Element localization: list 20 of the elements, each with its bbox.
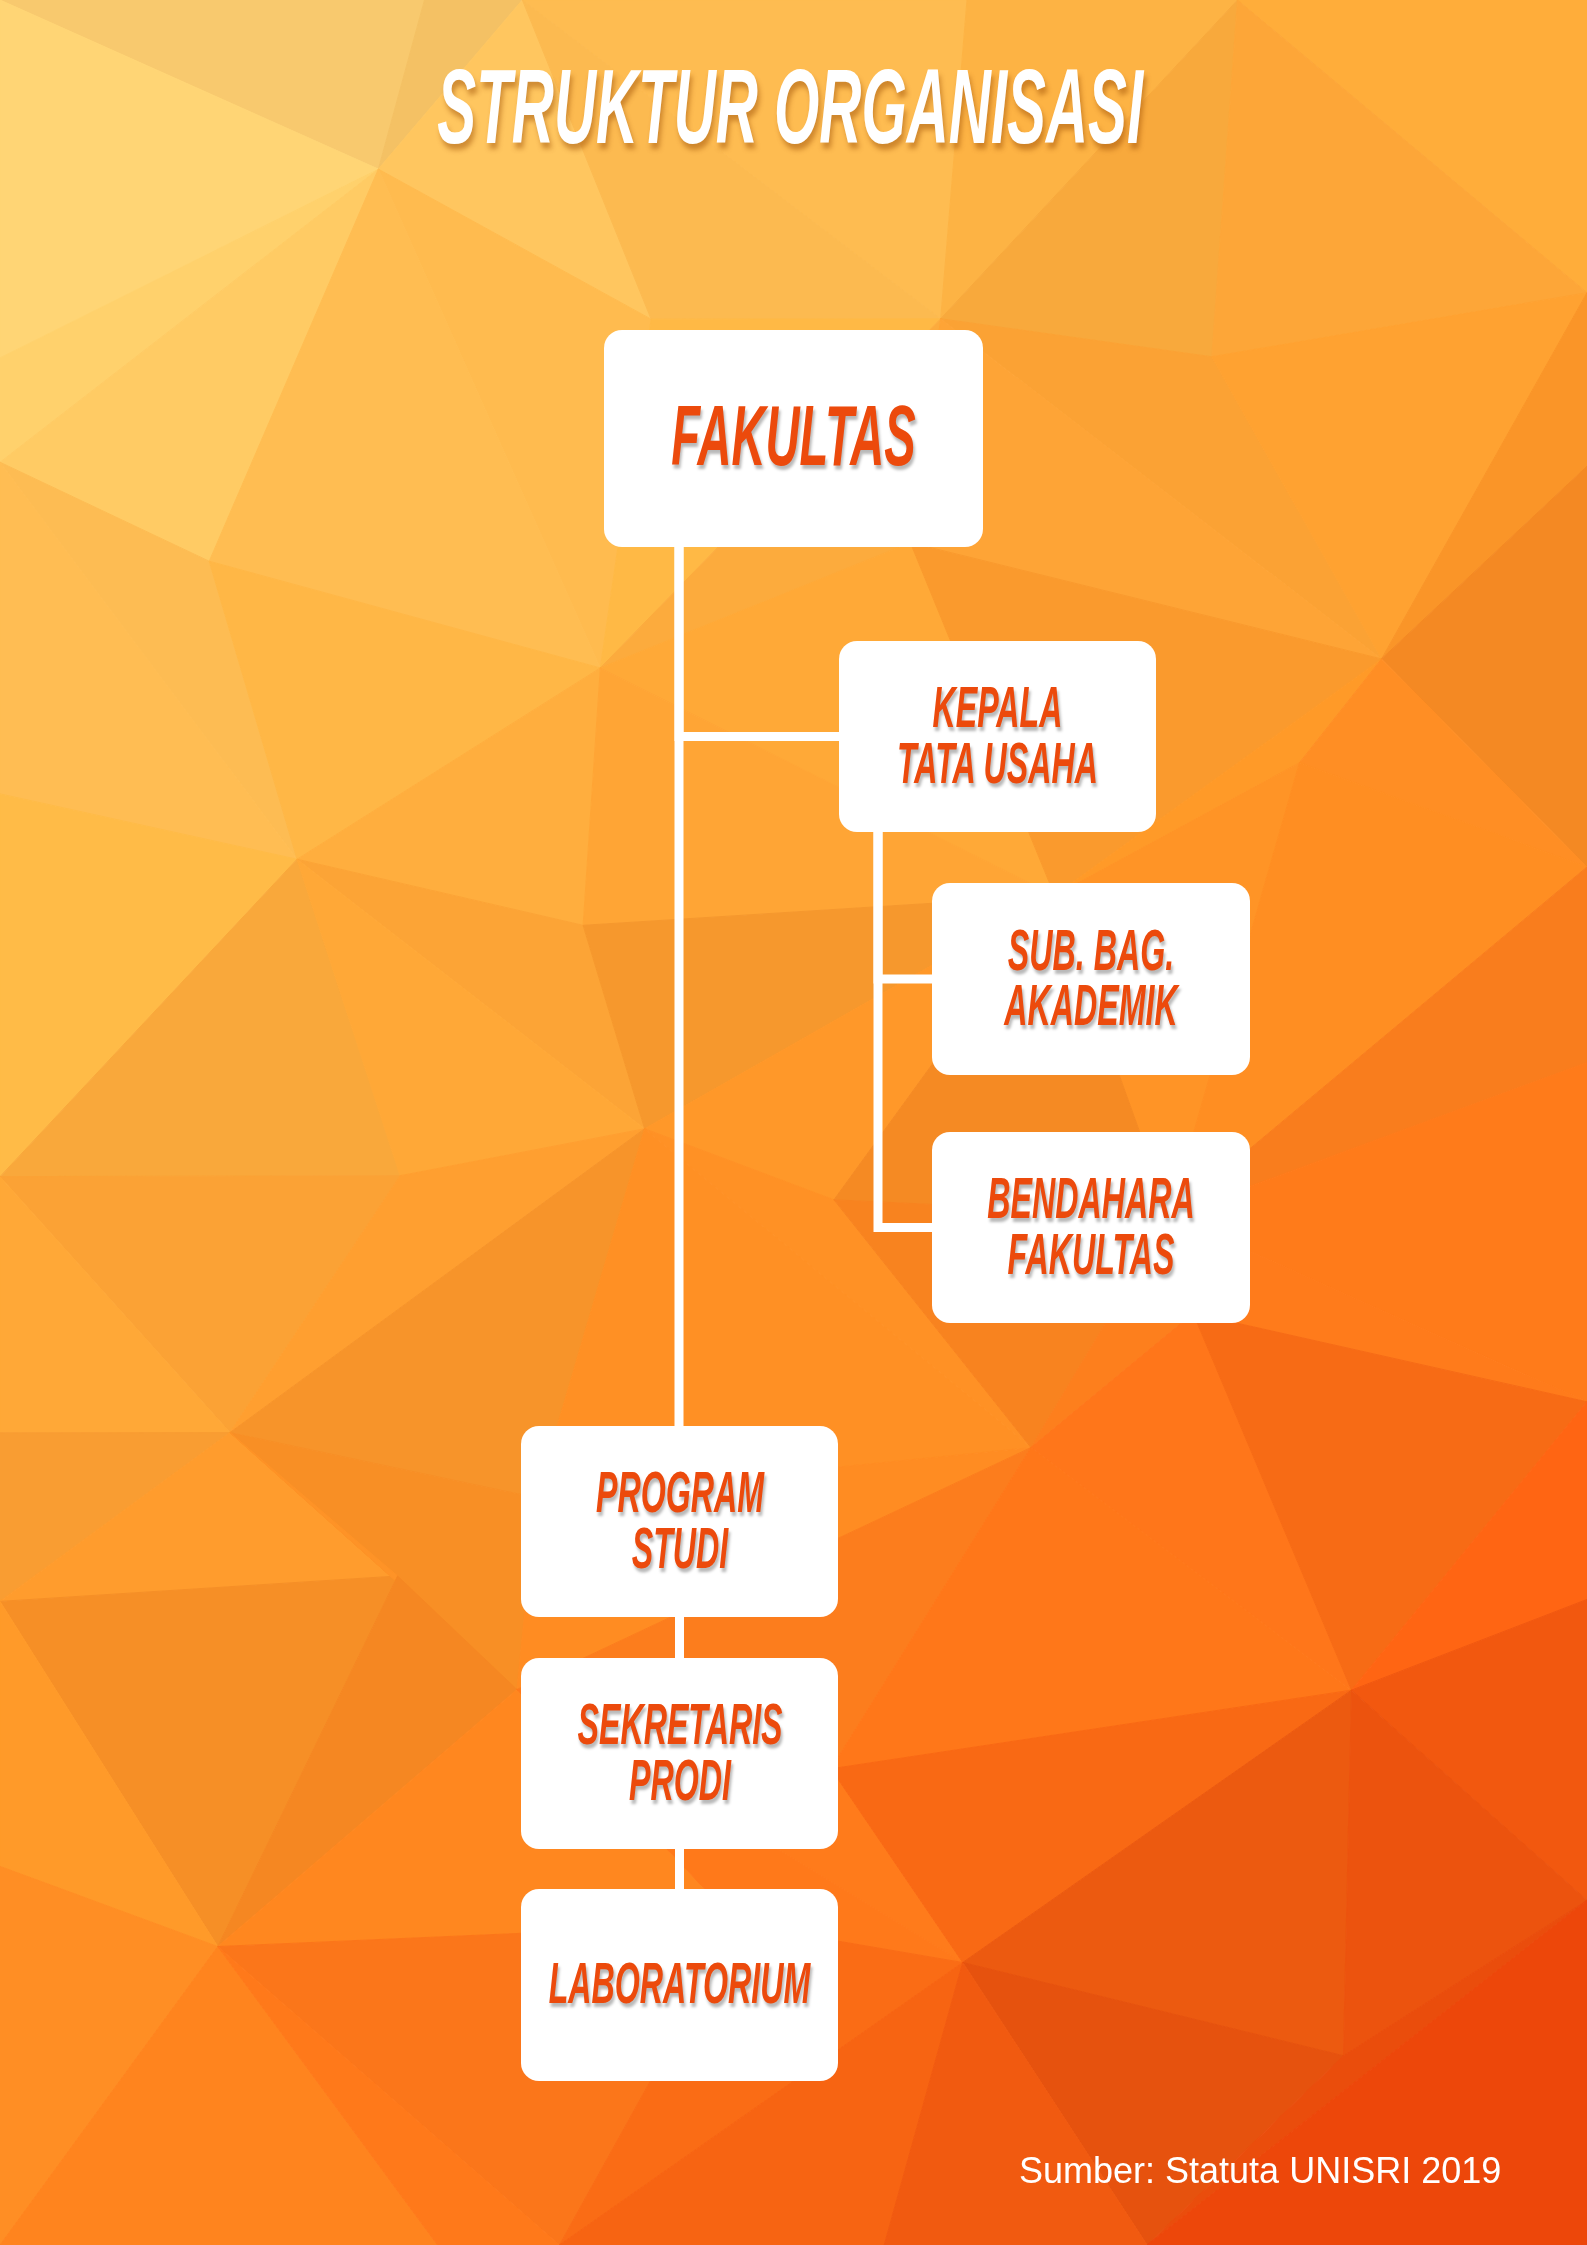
unit-name: BENDAHARA FAKULTAS bbox=[986, 1168, 1196, 1287]
connector-line bbox=[675, 1617, 684, 1658]
org-unit-box bbox=[932, 1132, 1250, 1323]
connector-line bbox=[674, 547, 684, 1426]
unit-name: LABORATORIUM bbox=[547, 1953, 812, 2017]
unit-name: SUB. BAG. AKADEMIK bbox=[1002, 919, 1181, 1039]
chart-title: STRUKTUR ORGANISASI bbox=[437, 52, 1145, 167]
org-unit-box bbox=[932, 883, 1250, 1075]
source-note: Sumber: Statuta UNISRI 2019 bbox=[1019, 2151, 1502, 2191]
org-unit-box bbox=[604, 330, 983, 547]
connector-line bbox=[873, 832, 932, 1232]
org-unit-box bbox=[521, 1426, 838, 1617]
unit-name: FAKULTAS bbox=[670, 394, 917, 483]
org-unit-box bbox=[521, 1658, 838, 1849]
unit-name: KEPALA TATA USAHA bbox=[896, 677, 1099, 796]
org-unit-box bbox=[521, 1889, 838, 2081]
unit-name: PROGRAM STUDI bbox=[594, 1462, 766, 1581]
unit-name: SEKRETARIS PRODI bbox=[575, 1694, 784, 1813]
org-unit-box bbox=[839, 641, 1156, 832]
connector-line bbox=[675, 1849, 684, 1889]
